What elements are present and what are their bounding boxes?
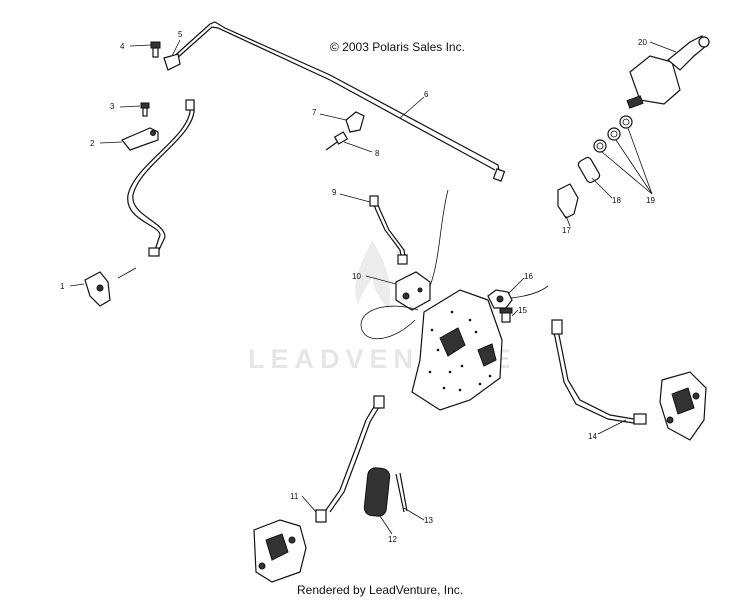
boot-18 (577, 156, 601, 184)
bolt-15 (499, 307, 513, 323)
callout-9: 9 (332, 188, 337, 197)
hose-14 (551, 319, 647, 425)
hose-11 (315, 395, 385, 523)
callout-11: 11 (290, 492, 299, 501)
callout-13: 13 (424, 516, 433, 525)
callout-5: 5 (178, 30, 183, 39)
callout-1: 1 (60, 282, 65, 291)
callout-8: 8 (375, 149, 380, 158)
watermark-flame-logo (355, 240, 391, 310)
leader-lines (69, 39, 677, 535)
brake-line-6 (127, 21, 506, 257)
boot-12 (363, 467, 391, 517)
screw-8 (325, 131, 349, 151)
callout-14: 14 (588, 432, 597, 441)
callout-3: 3 (110, 102, 115, 111)
callout-4: 4 (120, 42, 125, 51)
switch-16 (487, 289, 513, 309)
callout-19: 19 (646, 196, 655, 205)
clip-5 (163, 53, 181, 71)
callout-labels: 1 2 3 4 5 6 7 8 9 10 11 12 13 14 15 16 1… (60, 30, 655, 544)
callout-20: 20 (638, 38, 647, 47)
callout-10: 10 (352, 272, 361, 281)
callout-12: 12 (388, 535, 397, 544)
bracket-2 (121, 127, 159, 151)
clamp-7 (345, 111, 365, 133)
bolt-4 (150, 41, 161, 58)
footer-rendered-by: Rendered by LeadVenture, Inc. (297, 583, 464, 597)
master-cylinder-20 (626, 35, 710, 109)
callout-17: 17 (562, 226, 571, 235)
front-caliper (253, 519, 307, 583)
copyright-text: © 2003 Polaris Sales Inc. (330, 40, 465, 54)
bolt-3 (140, 102, 150, 117)
tee-fitting-1 (84, 267, 137, 307)
pushrod-17 (557, 183, 579, 219)
callout-16: 16 (524, 272, 533, 281)
pin-13 (395, 472, 408, 513)
frame-plate (360, 285, 549, 411)
hose-9 (369, 195, 408, 265)
junction-block-10 (395, 189, 449, 311)
callout-18: 18 (612, 196, 621, 205)
rear-caliper (659, 371, 707, 441)
callout-6: 6 (424, 90, 429, 99)
seals-19 (593, 115, 633, 153)
callout-2: 2 (90, 139, 95, 148)
callout-7: 7 (312, 108, 317, 117)
callout-15: 15 (518, 306, 527, 315)
